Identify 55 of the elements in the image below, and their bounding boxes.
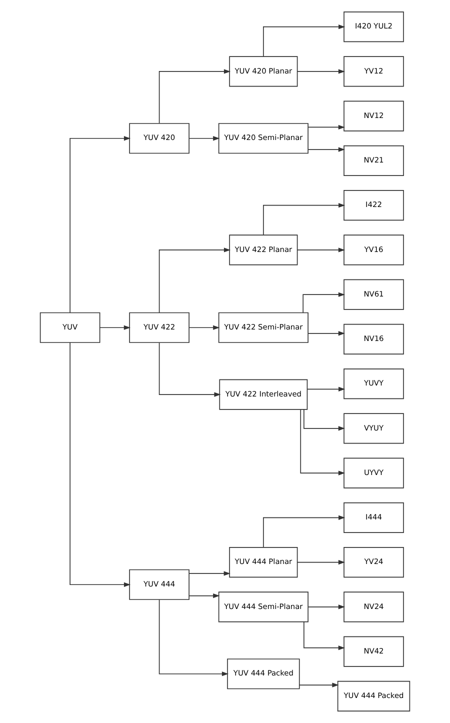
node-box: YUV xyxy=(40,312,100,343)
arrow xyxy=(188,571,230,576)
node-box: VYUY xyxy=(344,413,404,444)
arrow xyxy=(263,24,346,57)
node-box: I420 YUL2 xyxy=(344,12,404,42)
arrow xyxy=(308,147,345,152)
node-box: NV61 xyxy=(344,279,404,310)
arrow xyxy=(100,325,131,330)
node-box: YUV 444 Packed xyxy=(227,658,300,690)
arrow xyxy=(299,682,339,688)
node-box: YUV 444 Packed xyxy=(337,680,410,712)
node-box: YUVY xyxy=(344,368,404,400)
arrow xyxy=(263,515,346,548)
arrow xyxy=(188,136,220,141)
node-box: YUV 420 Planar xyxy=(229,56,298,87)
arrow xyxy=(188,325,220,330)
node-box: I444 xyxy=(344,502,404,533)
node-box: NV42 xyxy=(344,636,404,667)
node-box: YUV 444 Semi-Planar xyxy=(218,592,308,622)
node-box: NV21 xyxy=(344,145,404,176)
arrow xyxy=(306,386,346,392)
node-box: NV16 xyxy=(344,324,404,354)
arrow xyxy=(297,248,346,252)
arrow xyxy=(308,124,345,130)
node-box: YV16 xyxy=(344,234,404,266)
arrow xyxy=(297,69,346,74)
arrow xyxy=(263,203,346,236)
node-box: YUV 422 Semi-Planar xyxy=(218,312,308,343)
arrow xyxy=(302,292,346,314)
node-box: NV12 xyxy=(344,100,404,132)
arrow xyxy=(70,136,131,313)
arrow xyxy=(304,622,345,650)
arrow xyxy=(158,342,221,397)
node-box: YUV 444 Planar xyxy=(229,547,298,578)
node-box: YUV 420 xyxy=(129,123,190,154)
node-box: YUV 422 xyxy=(129,312,190,343)
arrow xyxy=(158,69,231,124)
arrow xyxy=(158,599,229,676)
arrow xyxy=(158,248,231,314)
arrow xyxy=(304,409,345,431)
node-box: NV24 xyxy=(344,592,404,622)
node-box: YV12 xyxy=(344,56,404,87)
arrow xyxy=(308,331,345,336)
node-box: YUV 420 Semi-Planar xyxy=(218,123,308,154)
arrow xyxy=(297,560,346,565)
node-box: YUV 444 xyxy=(129,569,190,600)
node-box: I422 xyxy=(344,190,404,221)
node-box: YUV 422 Planar xyxy=(229,234,298,266)
arrow xyxy=(188,593,220,598)
node-box: YUV 422 Interleaved xyxy=(219,379,308,410)
arrow xyxy=(300,409,346,476)
arrow xyxy=(308,604,345,610)
node-box: UYVY xyxy=(344,458,404,488)
arrow xyxy=(70,342,131,587)
node-box: YV24 xyxy=(344,547,404,578)
